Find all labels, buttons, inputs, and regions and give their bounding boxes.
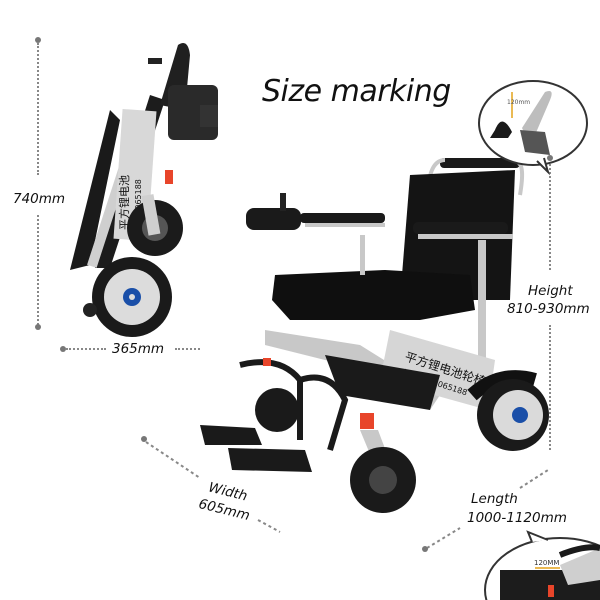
- dimension-line: [549, 325, 551, 450]
- inset-measure-text-bottom: 120MM: [534, 559, 559, 567]
- inset-measure-text: 120mm: [507, 99, 530, 106]
- folded-length-label: 365mm: [112, 341, 165, 357]
- folded-height-label: 740mm: [13, 191, 66, 207]
- height-label: Height: [528, 283, 573, 299]
- length-value: 1000-1120mm: [467, 510, 567, 526]
- dimension-endpoint: [141, 436, 147, 442]
- svg-text:平方锂电池: 平方锂电池: [117, 175, 131, 230]
- length-label: Length: [471, 491, 518, 507]
- dimension-line: [175, 348, 200, 350]
- dimension-endpoint: [35, 324, 41, 330]
- page-title: Size marking: [262, 74, 451, 109]
- dimension-line: [37, 43, 39, 175]
- dimension-endpoint: [35, 37, 41, 43]
- height-value: 810-930mm: [507, 301, 590, 317]
- dimension-line: [66, 348, 106, 350]
- svg-text:4008065188: 4008065188: [134, 179, 143, 230]
- dimension-line: [549, 160, 551, 270]
- dimension-line: [37, 215, 39, 325]
- dimension-endpoint: [60, 346, 66, 352]
